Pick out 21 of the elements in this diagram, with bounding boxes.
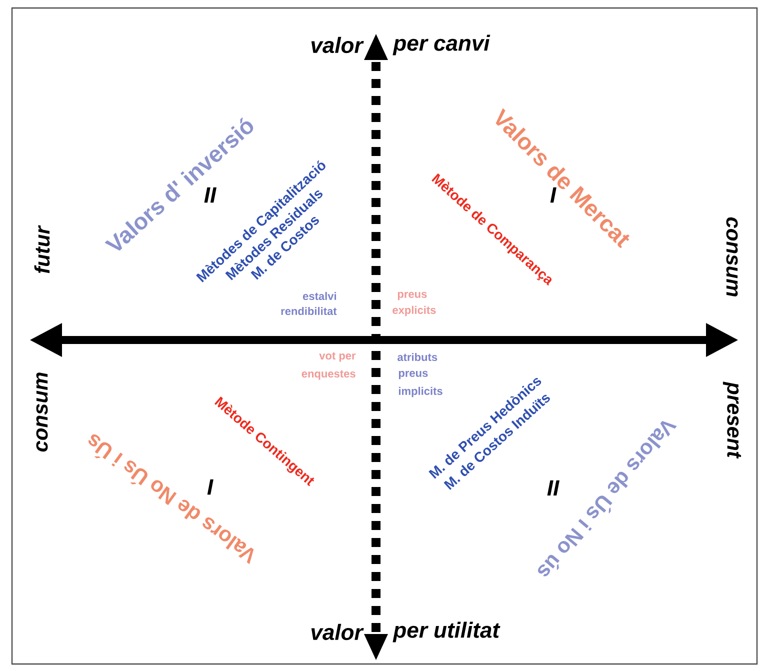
axis-label: futur xyxy=(34,225,50,274)
axis-label: consum xyxy=(726,217,738,296)
quadrant-number: I xyxy=(207,479,214,495)
axis-label: consum xyxy=(36,372,48,452)
axis-label: present xyxy=(722,382,742,459)
note-text: implicits xyxy=(398,386,442,398)
axis-label: valor xyxy=(311,624,364,640)
note-text: enquestes xyxy=(302,370,356,380)
note-text: estalvi xyxy=(302,292,336,300)
note-text: explicits xyxy=(392,306,436,316)
note-text: rendibilitat xyxy=(281,306,337,316)
quadrant-number: I xyxy=(550,187,556,203)
quadrant-number: II xyxy=(547,480,560,496)
axis-label: per canvi xyxy=(392,34,490,56)
note-text: vot per xyxy=(319,352,356,362)
note-text: atributs xyxy=(398,352,438,362)
axis-label: valor xyxy=(311,36,364,54)
note-text: preus xyxy=(398,370,428,380)
note-text: preus xyxy=(398,292,427,300)
quadrant-number: II xyxy=(204,187,216,203)
axis-label: per utilitat xyxy=(392,622,500,642)
